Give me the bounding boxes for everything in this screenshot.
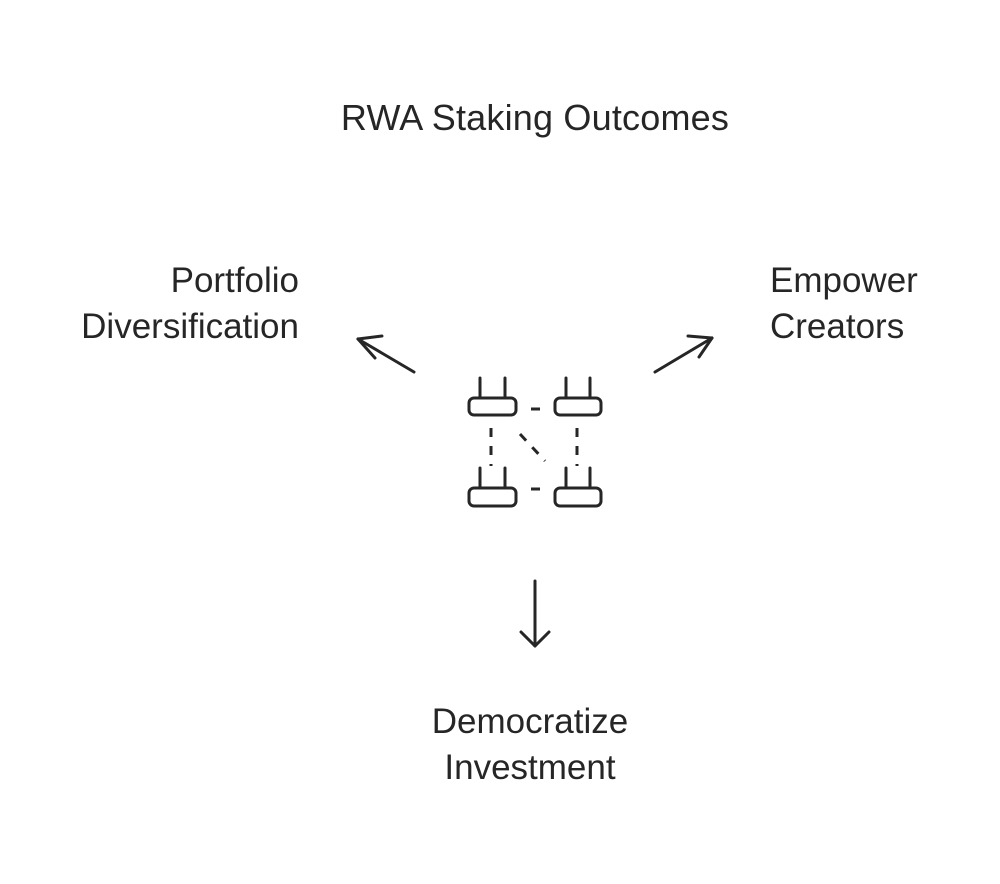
node-bottom-left bbox=[467, 466, 518, 508]
outcome-label-line: Investment bbox=[444, 748, 616, 787]
arrow-to-democratize-investment bbox=[519, 579, 551, 648]
node-top-left bbox=[467, 376, 518, 417]
outcome-democratize-investment: Democratize Investment bbox=[330, 699, 730, 791]
node-bottom-right bbox=[553, 466, 603, 508]
outcome-portfolio-diversification: Portfolio Diversification bbox=[81, 258, 299, 350]
network-nodes-icon bbox=[467, 376, 603, 508]
arrow-to-portfolio-diversification bbox=[356, 334, 416, 374]
arrow-to-empower-creators bbox=[653, 334, 714, 374]
connector-diagonal bbox=[518, 432, 547, 463]
outcome-label-line: Democratize bbox=[431, 702, 629, 741]
diagram-title: RWA Staking Outcomes bbox=[340, 97, 730, 138]
outcome-label-line: Empower bbox=[770, 261, 918, 300]
outcome-empower-creators: Empower Creators bbox=[770, 258, 918, 350]
outcome-label-line: Portfolio bbox=[170, 261, 299, 300]
node-top-right bbox=[553, 376, 603, 417]
outcome-label-line: Diversification bbox=[81, 307, 299, 346]
outcome-label-line: Creators bbox=[770, 307, 905, 346]
